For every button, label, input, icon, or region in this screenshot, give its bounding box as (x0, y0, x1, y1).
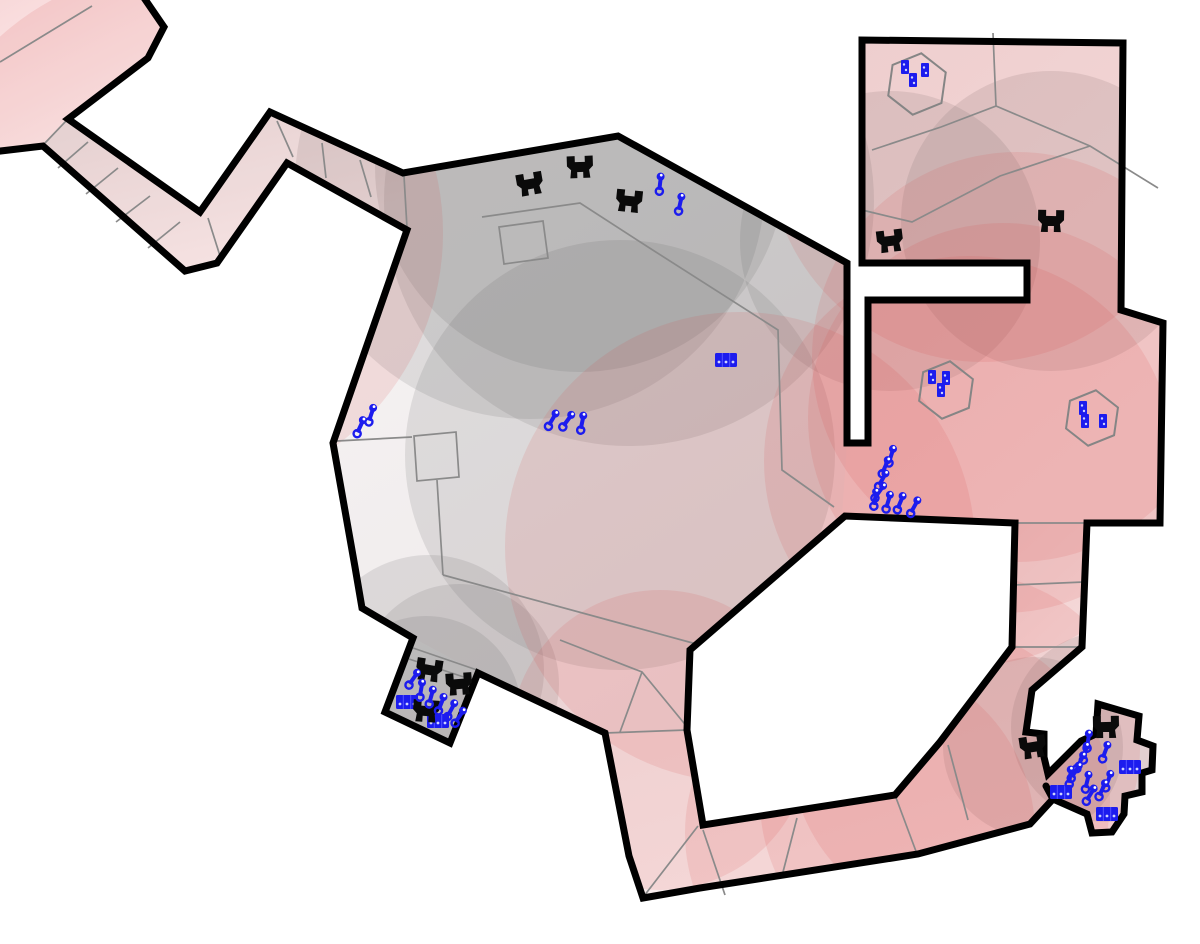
wrench-icon (575, 411, 588, 435)
ammo-item-icon (921, 63, 929, 77)
interior-line (604, 729, 688, 734)
interior-line (0, 5, 93, 63)
ammo-item-icon (1079, 401, 1087, 415)
wrench-icon (450, 706, 467, 728)
wrench-icon (1064, 765, 1075, 790)
wrench-icon (558, 410, 576, 432)
turret-markers (413, 155, 1119, 760)
turret-icon (445, 672, 472, 696)
ammo-item-icon (937, 383, 945, 397)
ammo-item-icon (928, 370, 936, 384)
interior-line (871, 32, 997, 151)
interior-line (276, 120, 294, 158)
turret-icon (616, 188, 644, 213)
turret-icon (566, 155, 593, 179)
ammo-item-icon (942, 371, 950, 385)
interior-line (442, 574, 701, 646)
wall-inner-hole-boundary (683, 512, 1019, 829)
wrench-icon (543, 409, 560, 432)
turret-icon (416, 657, 444, 683)
wrench-icon (1080, 770, 1093, 794)
interior-line (436, 479, 444, 576)
wrench-icon (869, 487, 881, 511)
wrench-icon (1094, 779, 1109, 802)
interior-lines (0, 5, 1159, 897)
interior-line (894, 794, 918, 855)
wrench-items (352, 172, 1115, 807)
turret-icon (875, 228, 903, 254)
wrench-icon (654, 172, 665, 197)
wrench-icon (1097, 740, 1112, 764)
interior-line (321, 142, 327, 179)
ammo-packs (396, 353, 1141, 821)
region-fill-central-hall (333, 136, 847, 733)
interior-line (413, 431, 460, 482)
region-fill-storage-room (1046, 704, 1153, 833)
interior-line (1012, 581, 1085, 586)
interior-line (336, 436, 413, 442)
interior-line (861, 145, 1091, 223)
wall-outlines (0, 0, 1167, 902)
wrench-icon (352, 416, 367, 439)
ammo-item-icon (1081, 414, 1089, 428)
ammo-pack-icon (1096, 807, 1118, 821)
interior-line (498, 220, 549, 265)
turret-icon (1038, 209, 1065, 233)
ammo-items (901, 60, 1107, 428)
wrench-icon (433, 693, 448, 716)
interior-line (207, 217, 222, 260)
interior-line (359, 159, 372, 198)
wrench-icon (1081, 784, 1098, 807)
interior-line (643, 825, 699, 897)
turret-icon (1092, 715, 1119, 739)
wall-outer-boundary-north (62, 0, 1167, 837)
wall-outer-boundary-south (0, 142, 1057, 902)
region-fill-south-corridor (605, 647, 1082, 898)
ammo-item-icon (909, 73, 917, 87)
hex-zone-outline (1064, 389, 1120, 447)
ammo-item-icon (901, 60, 909, 74)
ammo-pack-icon (1050, 785, 1072, 799)
region-fill-east-corridor (1012, 523, 1087, 647)
wrench-icon (905, 496, 922, 519)
interior-line (481, 202, 835, 508)
hex-zone-outline (918, 360, 974, 420)
hex-zone-outline (887, 52, 947, 116)
interior-line (403, 175, 408, 229)
hex-zones (887, 52, 1120, 447)
wrench-icon (673, 192, 686, 216)
turret-icon (1018, 734, 1046, 760)
wrench-icon (881, 490, 894, 514)
interior-line (619, 671, 643, 733)
shadow-aura (405, 240, 835, 670)
turret-icon (515, 170, 543, 197)
danger-aura (510, 590, 810, 890)
wrench-icon (443, 699, 459, 722)
region-fill-corridor-west (43, 112, 407, 271)
interior-line (44, 120, 67, 144)
wrench-icon (424, 685, 437, 709)
interior-line (412, 647, 481, 672)
wrench-icon (892, 492, 907, 515)
wrench-icon (1082, 729, 1093, 753)
interior-line (947, 744, 969, 821)
wrench-icon (415, 678, 426, 702)
interior-line (782, 817, 798, 873)
wrench-icon (404, 668, 422, 690)
ammo-item-icon (1099, 414, 1107, 428)
ammo-pack-icon (715, 353, 737, 367)
ammo-pack-icon (1119, 760, 1141, 774)
